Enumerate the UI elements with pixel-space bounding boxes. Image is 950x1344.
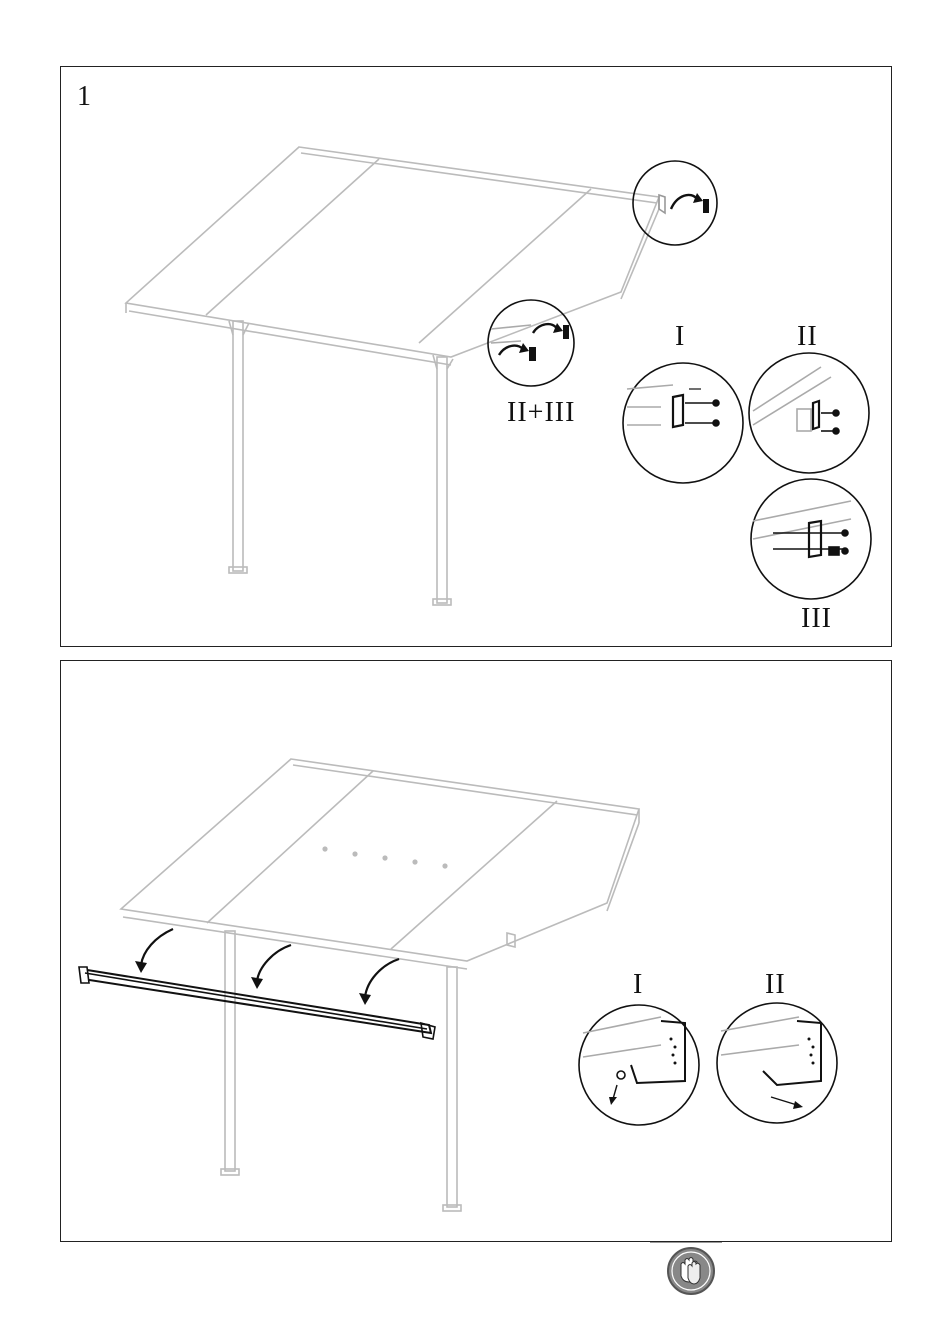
footer-rule bbox=[650, 1242, 722, 1243]
roof-panel-divider bbox=[419, 189, 591, 343]
label-detail-i: I bbox=[675, 321, 685, 353]
detail-circle-i bbox=[623, 363, 743, 483]
label-detail-ii: II bbox=[797, 321, 818, 353]
screw-position-dots bbox=[322, 846, 447, 868]
assembly-step-panel-1: 1 bbox=[60, 66, 892, 647]
assembly-step-panel-2: I II bbox=[60, 660, 892, 1242]
post-right bbox=[447, 967, 457, 1207]
detail-circle-iii bbox=[751, 479, 871, 599]
detail-circle-ii bbox=[749, 353, 869, 473]
roof-outline bbox=[121, 759, 639, 961]
label-detail-ii: II bbox=[765, 969, 786, 1001]
roof-panel-divider bbox=[207, 771, 373, 923]
detail-circle-ii bbox=[717, 1003, 837, 1123]
post-left bbox=[233, 321, 243, 571]
roof-panel-divider bbox=[206, 159, 379, 315]
label-detail-i: I bbox=[633, 969, 643, 1001]
pergola-illustration-step-1 bbox=[61, 67, 893, 648]
gloves-icon bbox=[666, 1246, 716, 1296]
detail-circle-i bbox=[579, 1005, 699, 1125]
label-combo: II+III bbox=[507, 397, 575, 429]
callout-corner-bracket bbox=[633, 161, 717, 245]
roof-panel-divider bbox=[391, 801, 557, 949]
post-right bbox=[437, 357, 447, 603]
pergola-illustration-step-2 bbox=[61, 661, 893, 1243]
label-detail-iii: III bbox=[801, 603, 832, 635]
callout-bracket-combo bbox=[488, 300, 574, 386]
post-left bbox=[225, 931, 235, 1171]
roof-outline bbox=[126, 147, 659, 357]
